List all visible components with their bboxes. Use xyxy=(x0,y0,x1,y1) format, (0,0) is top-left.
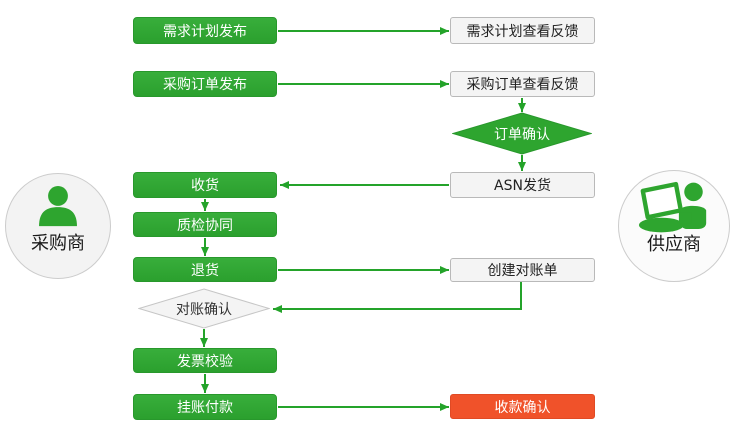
flow-step-label: 退货 xyxy=(191,262,219,279)
flow-step-label: 对账确认 xyxy=(176,301,232,318)
flow-step-quality-collab: 质检协同 xyxy=(133,212,277,237)
flow-step-label: ASN发货 xyxy=(494,178,551,194)
flow-step-label: 收货 xyxy=(191,178,219,194)
flow-step-label: 质检协同 xyxy=(177,217,233,234)
flow-step-demand-plan-publish: 需求计划发布 xyxy=(133,17,277,44)
flow-step-demand-plan-feedback: 需求计划查看反馈 xyxy=(450,17,595,44)
flow-step-label: 需求计划发布 xyxy=(163,23,247,40)
flow-step-po-publish: 采购订单发布 xyxy=(133,71,277,97)
buyer-label: 采购商 xyxy=(31,233,85,254)
flow-decision-recon-confirm: 对账确认 xyxy=(138,288,270,329)
person-with-laptop-icon xyxy=(638,181,707,233)
flow-decision-order-confirm: 订单确认 xyxy=(452,112,592,155)
supplier-actor-circle: 供应商 xyxy=(618,170,730,282)
flow-step-asn-ship: ASN发货 xyxy=(450,172,595,198)
flow-step-label: 采购订单查看反馈 xyxy=(466,77,579,93)
person-silhouette-icon xyxy=(39,186,77,227)
diamond-shape xyxy=(452,112,592,155)
flow-step-return-goods: 退货 xyxy=(133,257,277,282)
flow-step-receipt-confirm: 收款确认 xyxy=(450,394,595,419)
flow-step-label: 订单确认 xyxy=(494,126,550,143)
flow-step-label: 创建对账单 xyxy=(487,263,558,279)
flow-step-label: 收款确认 xyxy=(494,399,551,416)
flow-step-label: 需求计划查看反馈 xyxy=(466,23,579,40)
flow-step-create-recon: 创建对账单 xyxy=(450,258,595,282)
flow-step-label: 挂账付款 xyxy=(177,400,233,416)
flow-step-invoice-verify: 发票校验 xyxy=(133,348,277,373)
flow-step-receive-goods: 收货 xyxy=(133,172,277,198)
flow-step-label: 采购订单发布 xyxy=(163,77,247,93)
diamond-shape xyxy=(138,288,270,329)
flow-step-label: 发票校验 xyxy=(177,353,233,370)
flow-step-payment-on-account: 挂账付款 xyxy=(133,394,277,420)
buyer-actor-circle: 采购商 xyxy=(5,173,111,279)
flow-step-po-feedback: 采购订单查看反馈 xyxy=(450,71,595,97)
supplier-label: 供应商 xyxy=(647,234,701,255)
